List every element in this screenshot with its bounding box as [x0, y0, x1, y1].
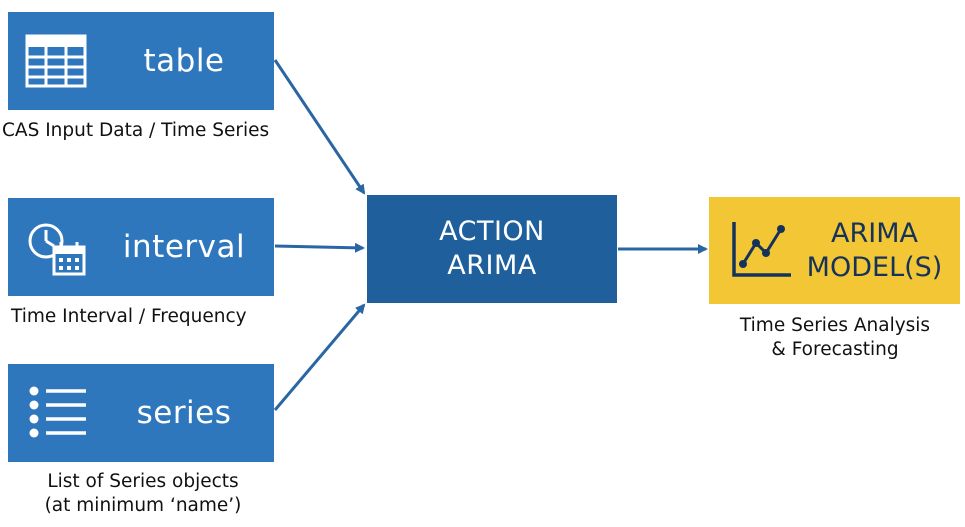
series-caption-line-2: (at minimum ‘name’): [44, 495, 242, 516]
model-caption-line-2: & Forecasting: [771, 339, 899, 360]
arima-label: ARIMA: [447, 250, 537, 281]
table-caption: CAS Input Data / Time Series: [2, 120, 270, 141]
model-title-line-1: ARIMA: [831, 217, 918, 249]
line-chart-icon: [729, 219, 795, 279]
arrow-series-to-action: [273, 303, 366, 411]
series-caption-line-1: List of Series objects: [47, 471, 239, 492]
table-icon: [24, 31, 88, 91]
series-caption: List of Series objects (at minimum ‘name…: [2, 470, 284, 518]
series-input-box: series: [8, 364, 274, 462]
table-input-box: table: [8, 12, 274, 110]
arima-models-box: ARIMA MODEL(S): [709, 197, 960, 304]
list-icon: [24, 383, 88, 443]
table-title: table: [143, 43, 225, 79]
model-caption: Time Series Analysis & Forecasting: [700, 314, 965, 362]
interval-caption: Time Interval / Frequency: [11, 306, 247, 327]
arrow-table-to-action: [273, 59, 366, 195]
arrow-interval-to-action: [274, 242, 365, 253]
interval-title: interval: [122, 229, 246, 265]
action-label: ACTION: [439, 216, 545, 247]
model-title: ARIMA MODEL(S): [793, 197, 956, 304]
clock-calendar-icon: [24, 217, 88, 277]
interval-input-box: interval: [8, 198, 274, 296]
model-caption-line-1: Time Series Analysis: [739, 315, 931, 336]
series-title: series: [136, 395, 232, 431]
action-arima-box: ACTION ARIMA: [367, 195, 617, 303]
model-title-line-2: MODEL(S): [806, 251, 943, 283]
